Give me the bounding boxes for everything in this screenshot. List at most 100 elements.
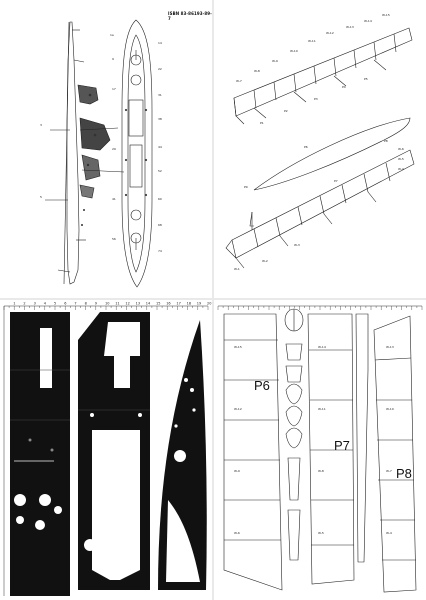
plate-side-label: W-8 bbox=[318, 469, 324, 473]
svg-text:3: 3 bbox=[40, 123, 42, 127]
ruler-number: 2 bbox=[23, 302, 25, 306]
lower-hull-assembly bbox=[225, 149, 415, 269]
svg-text:74: 74 bbox=[158, 249, 162, 253]
sheet-gutter-horizontal bbox=[0, 298, 426, 300]
svg-text:W-10: W-10 bbox=[290, 49, 298, 53]
svg-text:52: 52 bbox=[158, 169, 162, 173]
svg-text:W-9: W-9 bbox=[272, 59, 278, 63]
svg-text:W-7: W-7 bbox=[236, 79, 242, 83]
svg-text:14: 14 bbox=[158, 41, 162, 45]
ruler-number: 7 bbox=[74, 302, 76, 306]
plate-side-label: W-11 bbox=[318, 407, 326, 411]
ruler-number: 3 bbox=[34, 302, 36, 306]
svg-text:P4: P4 bbox=[342, 85, 346, 89]
svg-text:P8: P8 bbox=[384, 139, 388, 143]
ruler-number: 17 bbox=[176, 302, 180, 306]
svg-text:W-12: W-12 bbox=[326, 31, 334, 35]
plate-p8-outline bbox=[373, 315, 417, 593]
svg-text:68: 68 bbox=[158, 223, 162, 227]
svg-text:P3: P3 bbox=[314, 97, 318, 101]
ruler-number: 9 bbox=[95, 302, 97, 306]
svg-text:P1: P1 bbox=[260, 121, 264, 125]
svg-text:P5: P5 bbox=[364, 77, 368, 81]
ruler-number: 20 bbox=[207, 302, 211, 306]
svg-text:44: 44 bbox=[158, 145, 162, 149]
assembly-callouts: W-15W-14W-13 W-12W-11W-10 W-9W-8W-7 P1 P2… bbox=[234, 13, 404, 271]
plate-side-label: W-4 bbox=[386, 531, 392, 535]
deck-part-3 bbox=[158, 320, 207, 590]
sheet-gutter-vertical bbox=[212, 0, 214, 600]
plate-label-p6: P6 bbox=[254, 378, 270, 393]
plate-label-p8: P8 bbox=[396, 466, 412, 481]
plate-side-label: W-9 bbox=[234, 469, 240, 473]
plate-side-label: W-7 bbox=[386, 469, 392, 473]
ruler-number: 10 bbox=[105, 302, 109, 306]
svg-text:W-1: W-1 bbox=[234, 267, 240, 271]
plate-p7-outline bbox=[307, 313, 355, 585]
svg-text:P6: P6 bbox=[304, 145, 308, 149]
plate-side-labels: W-15 W-14 W-13W-12 W-11 W-10W-9 W-8 W-7W-6 W-5 W… bbox=[234, 345, 394, 535]
svg-text:W-3: W-3 bbox=[294, 243, 300, 247]
hull-frame-assembly: W-15W-14W-13 W-12W-11W-10 W-9W-8W-7 P1 P2… bbox=[225, 13, 415, 271]
ruler-number: 16 bbox=[166, 302, 170, 306]
ruler-number: 19 bbox=[197, 302, 201, 306]
plate-side-label: W-12 bbox=[234, 407, 242, 411]
svg-text:41: 41 bbox=[112, 197, 116, 201]
svg-text:W-14: W-14 bbox=[364, 19, 372, 23]
plate-side-label: W-14 bbox=[318, 345, 326, 349]
svg-text:P7: P7 bbox=[334, 179, 338, 183]
svg-text:38: 38 bbox=[158, 117, 162, 121]
top-view bbox=[121, 19, 153, 288]
hull-side-plates: W-15 W-14 W-13W-12 W-11 W-10W-9 W-8 W-7W-6 W-5 W… bbox=[217, 305, 423, 593]
ruler-number: 4 bbox=[44, 302, 47, 306]
svg-text:W-6: W-6 bbox=[398, 147, 404, 151]
svg-text:P2: P2 bbox=[284, 109, 288, 113]
svg-text:W-2: W-2 bbox=[262, 259, 268, 263]
svg-text:9: 9 bbox=[112, 57, 114, 61]
sheet-ship-drawing: ISBN 83-86193-89-7 bbox=[0, 0, 212, 298]
ruler-number: 8 bbox=[85, 302, 87, 306]
svg-text:W-8: W-8 bbox=[254, 69, 260, 73]
svg-text:22: 22 bbox=[158, 67, 162, 71]
plate-side-label: W-13 bbox=[386, 345, 394, 349]
plate-p6-outline bbox=[223, 313, 283, 591]
svg-text:29: 29 bbox=[112, 147, 116, 151]
plate-side-label: W-15 bbox=[234, 345, 242, 349]
svg-text:60: 60 bbox=[158, 197, 162, 201]
ruler-number: 6 bbox=[64, 302, 66, 306]
deck-piece bbox=[253, 117, 411, 191]
svg-text:W-5: W-5 bbox=[398, 157, 404, 161]
plate-side-label: W-5 bbox=[318, 531, 324, 535]
svg-text:W-4: W-4 bbox=[398, 167, 404, 171]
ruler-number: 14 bbox=[146, 302, 151, 306]
deck-part-2 bbox=[78, 312, 150, 590]
svg-text:1a: 1a bbox=[110, 33, 114, 37]
plate-side-label: W-6 bbox=[234, 531, 240, 535]
deck-part-1 bbox=[10, 312, 70, 596]
side-view bbox=[45, 21, 125, 285]
svg-text:56: 56 bbox=[112, 237, 116, 241]
plate-label-p7: P7 bbox=[334, 438, 350, 453]
svg-text:W-15: W-15 bbox=[382, 13, 390, 17]
ruler-number: 1 bbox=[13, 302, 15, 306]
plate-side-label: W-10 bbox=[386, 407, 394, 411]
svg-text:W-11: W-11 bbox=[308, 39, 316, 43]
ruler-number: 5 bbox=[54, 302, 56, 306]
ruler-number: 18 bbox=[187, 302, 191, 306]
svg-text:W-13: W-13 bbox=[346, 25, 354, 29]
ruler-number: 13 bbox=[136, 302, 140, 306]
upper-frame-assembly bbox=[233, 27, 413, 125]
ruler-number: 11 bbox=[115, 302, 119, 306]
svg-text:P9: P9 bbox=[244, 185, 248, 189]
ruler-number: 15 bbox=[156, 302, 160, 306]
ruler-number: 12 bbox=[125, 302, 129, 306]
svg-text:31: 31 bbox=[158, 93, 162, 97]
svg-text:17: 17 bbox=[112, 87, 116, 91]
